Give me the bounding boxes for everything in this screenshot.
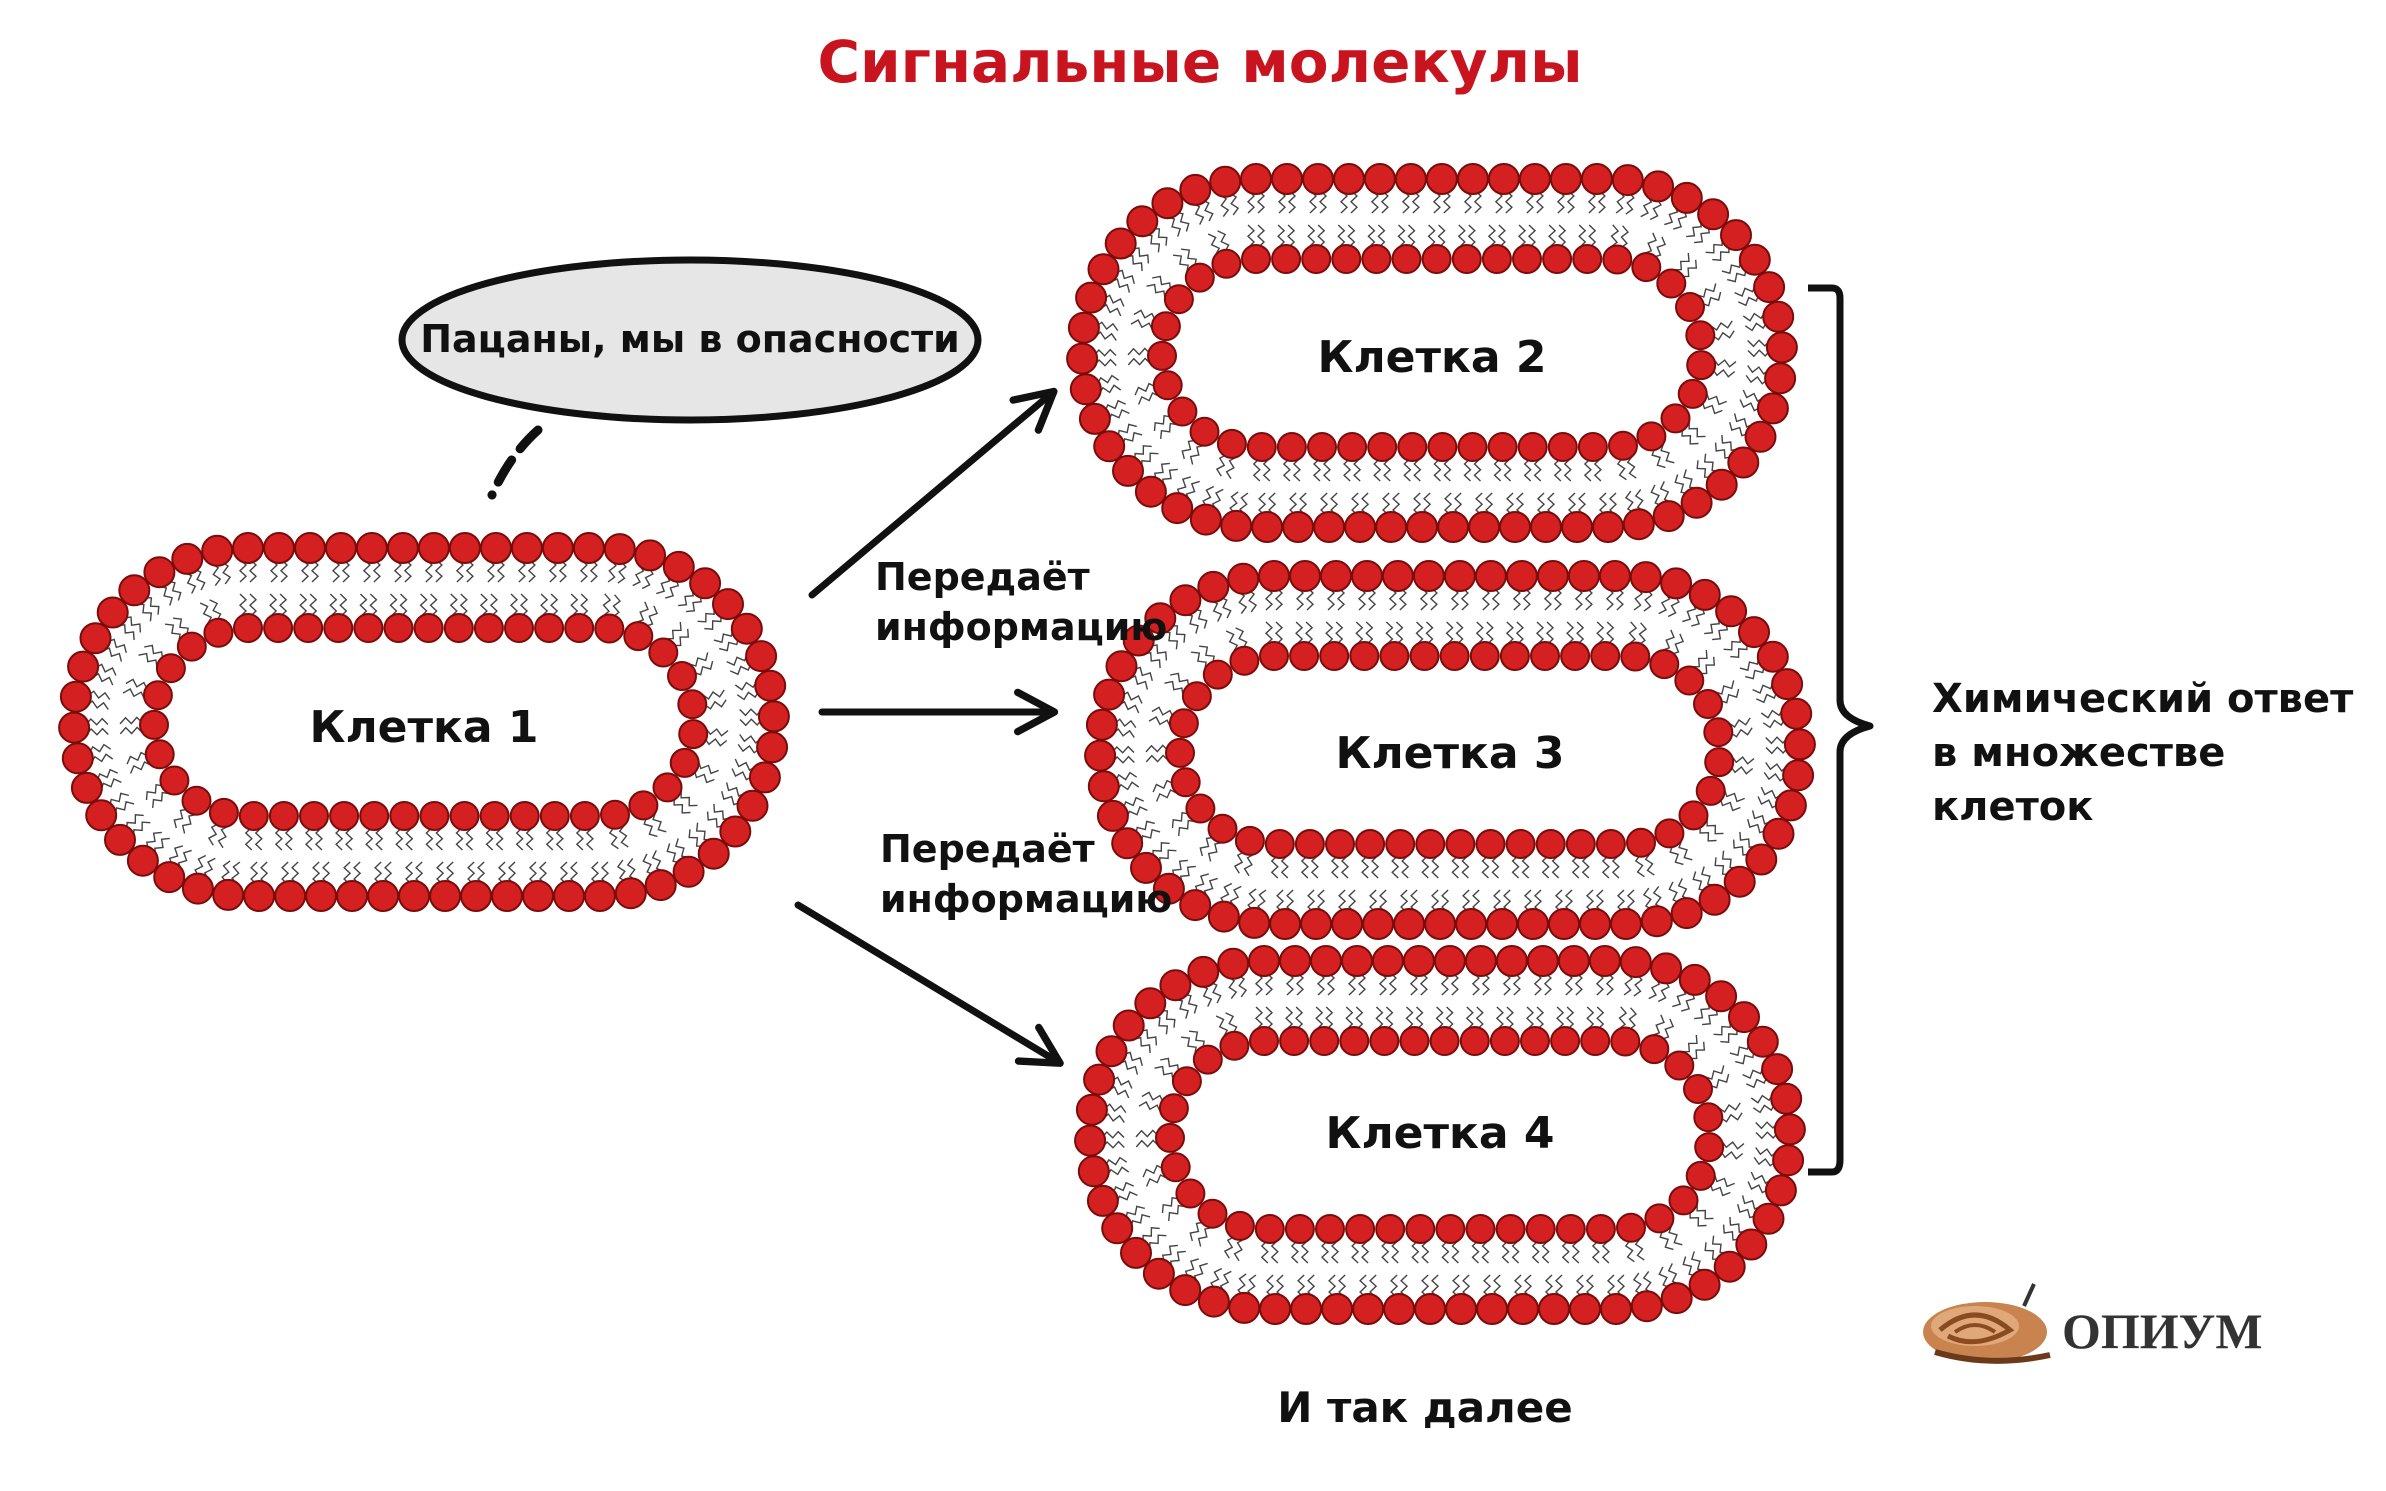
arrow-label-2: Передаёт информацию	[880, 827, 1172, 921]
lipid-heads	[58, 532, 790, 912]
speech-bubble-tail	[487, 425, 543, 500]
cell-2-label: Клетка 2	[1317, 332, 1546, 383]
cell-2-membrane	[1066, 163, 1798, 543]
arrow-right-icon	[794, 901, 1064, 1067]
arrow-label-1: Передаёт информацию	[875, 555, 1167, 649]
snail-logo-icon	[1923, 1283, 2051, 1364]
response-line-2: в множестве	[1932, 730, 2225, 776]
lipid-heads	[1074, 945, 1806, 1325]
lipid-heads	[1066, 163, 1798, 543]
response-line-1: Химический ответ	[1932, 676, 2354, 722]
cell-1-membrane	[58, 532, 790, 912]
cell-1-label: Клетка 1	[309, 702, 538, 753]
cell-4-membrane	[1074, 945, 1806, 1325]
cell-3-label: Клетка 3	[1335, 728, 1564, 779]
footer-text: И так далее	[1277, 1383, 1573, 1432]
arrow-label-2-line2: информацию	[880, 877, 1172, 921]
arrow-right-icon	[808, 387, 1058, 599]
curly-brace-icon	[1808, 284, 1874, 1176]
cell-3-membrane	[1084, 560, 1816, 940]
cell-4-label: Клетка 4	[1325, 1108, 1554, 1159]
arrow-label-1-line1: Передаёт	[875, 555, 1090, 599]
brand-logo: ОПИУМ	[1923, 1283, 2263, 1364]
response-text: Химический ответ в множестве клеток	[1932, 676, 2367, 830]
arrow-label-1-line2: информацию	[875, 605, 1167, 649]
page-title: Сигнальные молекулы	[817, 28, 1582, 96]
arrow-label-2-line1: Передаёт	[880, 827, 1095, 871]
response-line-3: клеток	[1932, 784, 2093, 830]
brand-name: ОПИУМ	[2062, 1303, 2263, 1359]
speech-bubble-text: Пацаны, мы в опасности	[420, 317, 960, 361]
lipid-heads	[1084, 560, 1816, 940]
speech-bubble: Пацаны, мы в опасности	[398, 256, 982, 500]
